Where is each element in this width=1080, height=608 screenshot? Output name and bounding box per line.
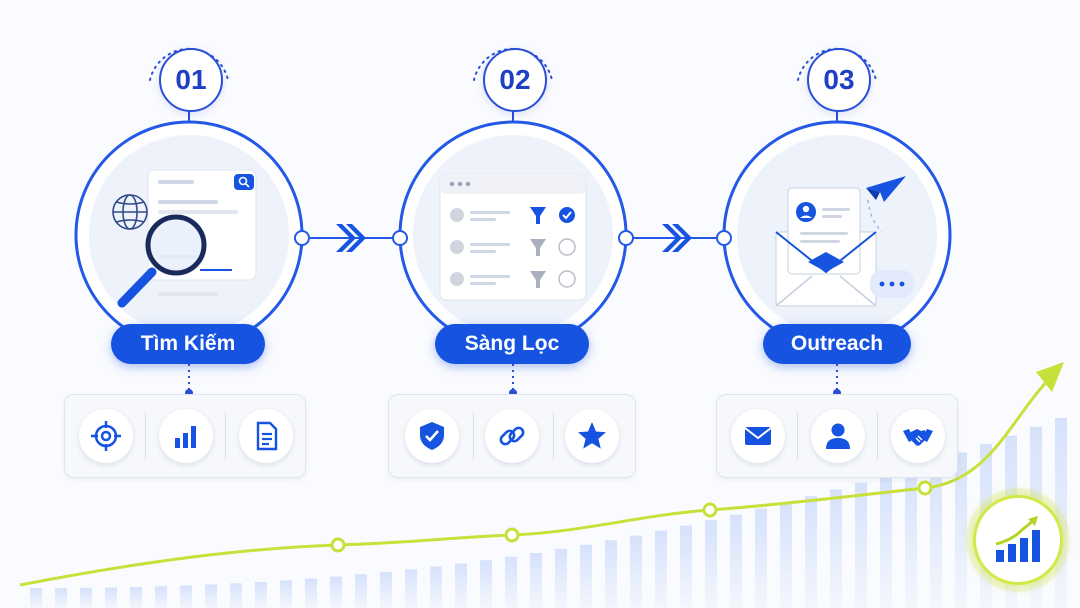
shield-check-icon[interactable]	[405, 409, 459, 463]
background-bar	[430, 566, 442, 608]
background-bar	[505, 556, 517, 608]
background-bar	[755, 508, 767, 608]
background-bar	[130, 586, 142, 608]
background-bar	[780, 502, 792, 608]
trend-arrowhead	[1036, 362, 1064, 392]
mail-icon[interactable]	[731, 409, 785, 463]
background-bar	[480, 560, 492, 608]
filter-illustration	[439, 173, 587, 301]
trend-dots	[330, 480, 933, 553]
background-bar	[180, 585, 192, 608]
background-bar	[405, 569, 417, 608]
background-bar	[830, 489, 842, 608]
step-number-3: 03	[807, 48, 871, 112]
trend-line	[19, 376, 1052, 587]
background-bar	[805, 496, 817, 608]
outreach-illustration	[775, 176, 914, 307]
background-bar	[230, 583, 242, 608]
background-bar	[905, 467, 917, 608]
step-number-1: 01	[159, 48, 223, 112]
background-bar	[955, 452, 967, 608]
background-bar	[730, 514, 742, 608]
background-bar	[680, 525, 692, 608]
background-bar	[330, 576, 342, 608]
background-bar	[530, 552, 542, 608]
step-2-tools-card	[388, 394, 636, 478]
bar-chart-icon[interactable]	[159, 409, 213, 463]
background-bar	[880, 475, 892, 608]
background-bar	[55, 587, 67, 608]
background-bar	[580, 544, 592, 608]
background-bar	[255, 581, 267, 608]
background-bar	[155, 586, 167, 608]
background-bar	[630, 535, 642, 608]
star-icon[interactable]	[565, 409, 619, 463]
background-bar	[380, 572, 392, 608]
background-bar	[655, 530, 667, 608]
search-illustration	[112, 169, 257, 308]
background-bar	[280, 580, 292, 608]
background-bar	[305, 578, 317, 608]
connector-2-3	[618, 224, 732, 252]
step-number-2: 02	[483, 48, 547, 112]
handshake-icon[interactable]	[891, 409, 945, 463]
background-bar	[605, 540, 617, 608]
connector-1-2	[294, 224, 408, 252]
background-bar	[705, 520, 717, 608]
background-bar	[555, 548, 567, 608]
step-label-1: Tìm Kiếm	[111, 324, 265, 364]
background-bar	[355, 574, 367, 608]
target-icon[interactable]	[79, 409, 133, 463]
link-icon[interactable]	[485, 409, 539, 463]
background-bar	[205, 584, 217, 608]
background-bar	[30, 588, 42, 608]
document-icon[interactable]	[239, 409, 293, 463]
background-bar	[930, 460, 942, 608]
background-bar	[105, 587, 117, 608]
background-bar	[80, 587, 92, 608]
growth-chart-icon	[966, 488, 1070, 592]
step-1-tools-card	[64, 394, 306, 478]
person-icon[interactable]	[811, 409, 865, 463]
background-bar	[455, 563, 467, 608]
background-bar	[855, 482, 867, 608]
step-label-2: Sàng Lọc	[435, 324, 589, 364]
step-3-tools-card	[716, 394, 958, 478]
step-label-3: Outreach	[763, 324, 911, 364]
